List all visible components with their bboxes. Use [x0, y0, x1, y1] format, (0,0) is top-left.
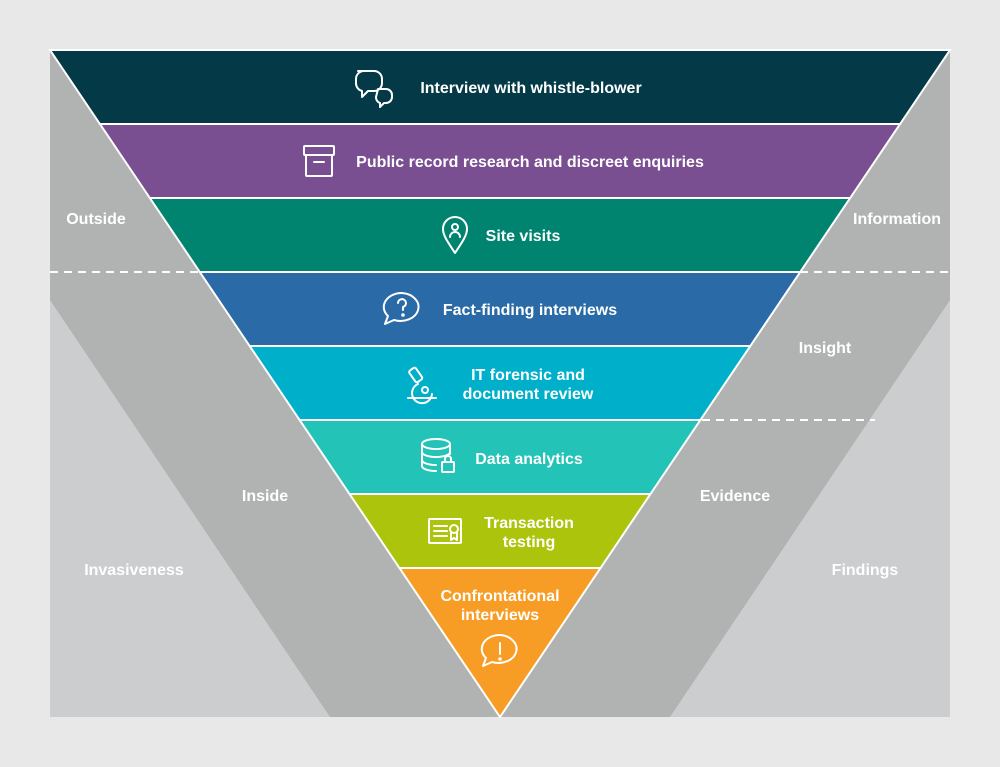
stage-4-label: Fact-finding interviews	[443, 302, 617, 319]
label-invasiveness: Invasiveness	[84, 562, 184, 579]
label-insight: Insight	[799, 340, 852, 357]
stage-1-label: Interview with whistle-blower	[420, 80, 641, 97]
funnel-bands	[48, 49, 952, 719]
label-inside: Inside	[242, 488, 288, 505]
question-bubble-icon	[382, 291, 420, 325]
stage-5-label-line-1: IT forensic and	[471, 367, 585, 384]
stage-6-label: Data analytics	[475, 451, 583, 468]
certificate-icon	[428, 518, 462, 544]
label-findings: Findings	[832, 562, 899, 579]
archive-box-icon	[303, 145, 335, 177]
label-information: Information	[853, 211, 941, 228]
location-pin-icon	[442, 216, 468, 254]
label-outside: Outside	[66, 211, 126, 228]
exclamation-bubble-icon	[480, 633, 518, 667]
label-evidence: Evidence	[700, 488, 770, 505]
microscope-icon	[407, 366, 437, 405]
stage-5-label-line-2: document review	[463, 386, 594, 403]
database-lock-icon	[421, 438, 455, 473]
stage-2-label: Public record research and discreet enqu…	[356, 154, 704, 171]
stage-8-label-line-2: interviews	[461, 607, 539, 624]
stage-3-label: Site visits	[486, 228, 561, 245]
stage-7-label-line-2: testing	[503, 534, 555, 551]
speech-bubbles-icon	[355, 70, 393, 108]
stage-7-label-line-1: Transaction	[484, 515, 574, 532]
stage-8-label-line-1: Confrontational	[440, 588, 559, 605]
